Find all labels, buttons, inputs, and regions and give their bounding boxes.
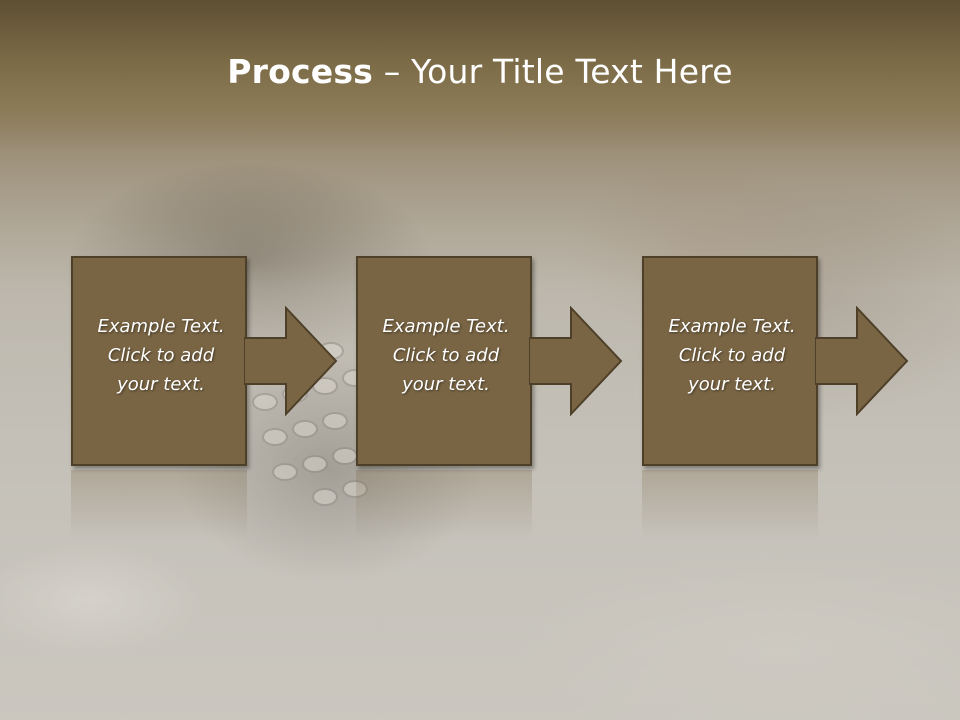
- step-1-text[interactable]: Example Text. Click to add your text.: [79, 312, 243, 399]
- step-1-line-1: Example Text.: [97, 316, 225, 337]
- step-3-box[interactable]: Example Text. Click to add your text.: [642, 256, 818, 466]
- step-1-line-3: your text.: [117, 374, 205, 395]
- title-bold: Process: [227, 52, 374, 91]
- step-1[interactable]: Example Text. Click to add your text.: [71, 256, 247, 466]
- title-rest: – Your Title Text Here: [373, 52, 733, 91]
- step-1-line-2: Click to add: [107, 345, 215, 366]
- title-band: [0, 0, 960, 150]
- step-1-arrow-icon: [244, 306, 338, 416]
- step-1-reflection: [71, 470, 247, 540]
- step-3-reflection: [642, 470, 818, 540]
- step-3-line-1: Example Text.: [668, 316, 796, 337]
- step-3-line-3: your text.: [688, 374, 776, 395]
- step-3-arrow-icon: [815, 306, 909, 416]
- step-2-line-3: your text.: [402, 374, 490, 395]
- step-3-text[interactable]: Example Text. Click to add your text.: [650, 312, 814, 399]
- step-2-line-1: Example Text.: [382, 316, 510, 337]
- step-2[interactable]: Example Text. Click to add your text.: [356, 256, 532, 466]
- slide-title[interactable]: Process – Your Title Text Here: [0, 52, 960, 91]
- step-3-line-2: Click to add: [678, 345, 786, 366]
- step-2-box[interactable]: Example Text. Click to add your text.: [356, 256, 532, 466]
- step-1-box[interactable]: Example Text. Click to add your text.: [71, 256, 247, 466]
- step-2-arrow-icon: [529, 306, 623, 416]
- step-3[interactable]: Example Text. Click to add your text.: [642, 256, 818, 466]
- step-2-reflection: [356, 470, 532, 540]
- step-2-text[interactable]: Example Text. Click to add your text.: [364, 312, 528, 399]
- step-2-line-2: Click to add: [392, 345, 500, 366]
